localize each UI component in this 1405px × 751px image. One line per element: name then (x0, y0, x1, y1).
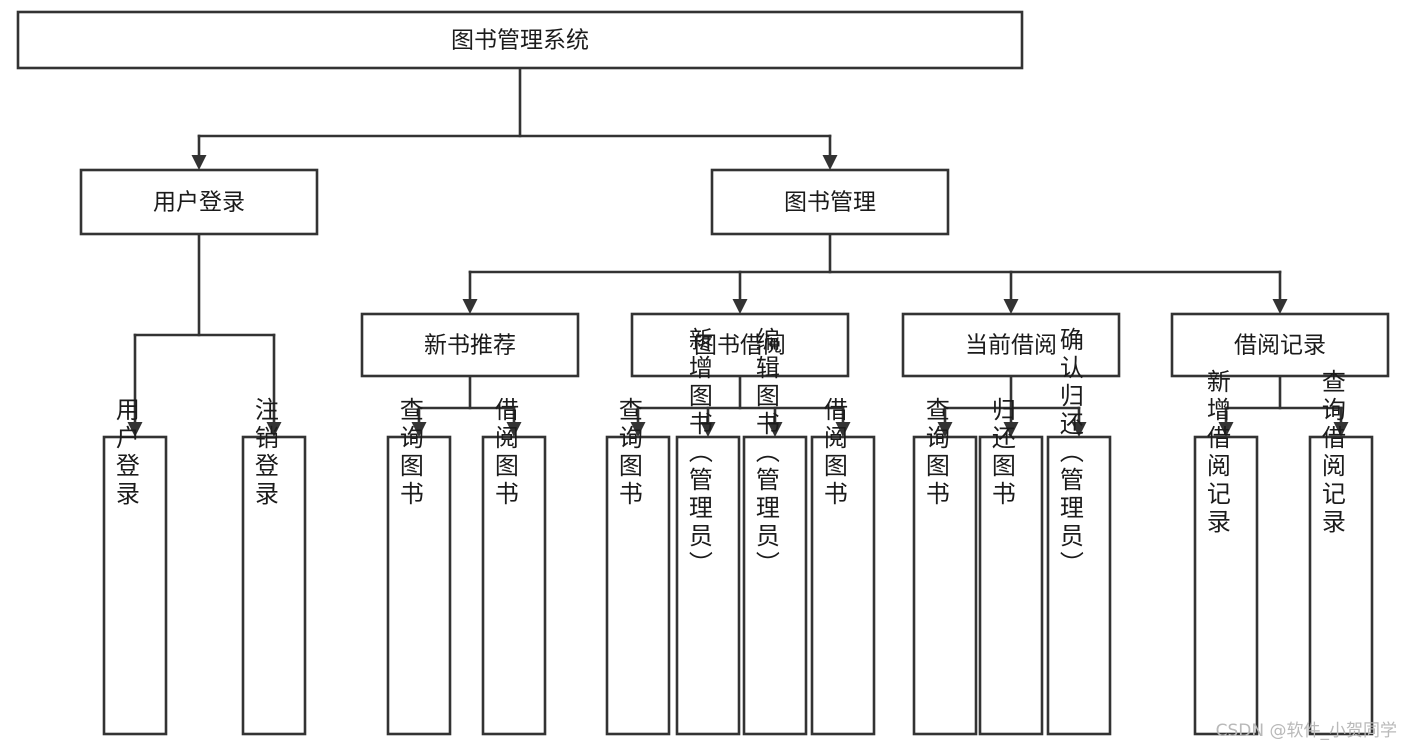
node-box-current-borrow (901, 312, 1121, 378)
node-box-new-book-rec (360, 312, 580, 378)
arrow-head-icon (462, 299, 478, 314)
node-book-borrow[interactable]: 图书借阅 (630, 312, 850, 378)
node-box-book-manage (710, 168, 950, 236)
connector-lines (127, 66, 1349, 437)
arrow-head-icon (127, 422, 143, 437)
node-box-leaf-user-login (102, 435, 168, 736)
arrow-head-icon (700, 422, 716, 437)
node-root[interactable]: 图书管理系统 (16, 10, 1024, 70)
node-label-leaf-edit-book: 编辑图书（管理员） (751, 327, 779, 579)
node-label-root: 图书管理系统 (451, 28, 589, 54)
arrow-head-icon (191, 155, 207, 170)
node-leaf-query-book-current[interactable]: 查询图书 (912, 397, 978, 736)
node-label-leaf-add-record: 新增借阅记录 (1202, 369, 1230, 537)
arrow-head-icon (822, 155, 838, 170)
node-box-leaf-add-book (675, 435, 741, 736)
node-leaf-confirm-return[interactable]: 确认归还（管理员） (1046, 327, 1112, 736)
node-leaf-add-book[interactable]: 新增图书（管理员） (675, 327, 741, 736)
node-leaf-query-book-rec[interactable]: 查询图书 (386, 397, 452, 736)
node-box-user-login (79, 168, 319, 236)
arrow-head-icon (767, 422, 783, 437)
node-box-borrow-record (1170, 312, 1390, 378)
arrow-head-icon (1003, 299, 1019, 314)
arrow-head-icon (835, 422, 851, 437)
node-leaf-add-record[interactable]: 新增借阅记录 (1193, 369, 1259, 736)
node-label-new-book-rec: 新书推荐 (424, 333, 516, 359)
node-label-leaf-add-book: 新增图书（管理员） (684, 327, 712, 579)
node-current-borrow[interactable]: 当前借阅 (901, 312, 1121, 378)
node-label-leaf-return-book: 归还图书 (987, 397, 1015, 509)
diagram-nodes: 图书管理系统用户登录图书管理新书推荐图书借阅当前借阅借阅记录用户登录注销登录查询… (16, 10, 1390, 736)
node-leaf-return-book[interactable]: 归还图书 (978, 397, 1044, 736)
node-box-leaf-query-book-current (912, 435, 978, 736)
node-book-manage[interactable]: 图书管理 (710, 168, 950, 236)
arrow-head-icon (1218, 422, 1234, 437)
node-leaf-query-record[interactable]: 查询借阅记录 (1308, 369, 1374, 736)
node-box-leaf-logout (241, 435, 307, 736)
node-label-leaf-borrow-book-rec: 借阅图书 (490, 397, 518, 509)
node-label-user-login: 用户登录 (153, 190, 245, 216)
arrow-head-icon (1071, 422, 1087, 437)
node-leaf-edit-book[interactable]: 编辑图书（管理员） (742, 327, 808, 736)
node-new-book-rec[interactable]: 新书推荐 (360, 312, 580, 378)
node-label-leaf-query-book-current: 查询图书 (921, 397, 949, 509)
arrow-head-icon (1333, 422, 1349, 437)
node-box-leaf-confirm-return (1046, 435, 1112, 736)
node-box-leaf-query-book-rec (386, 435, 452, 736)
node-label-borrow-record: 借阅记录 (1234, 333, 1326, 359)
arrow-head-icon (630, 422, 646, 437)
node-borrow-record[interactable]: 借阅记录 (1170, 312, 1390, 378)
arrow-head-icon (266, 422, 282, 437)
arrow-head-icon (1272, 299, 1288, 314)
node-box-leaf-borrow-book (810, 435, 876, 736)
arrow-head-icon (1003, 422, 1019, 437)
arrow-head-icon (506, 422, 522, 437)
node-box-root (16, 10, 1024, 70)
node-leaf-logout[interactable]: 注销登录 (241, 397, 307, 736)
node-box-leaf-edit-book (742, 435, 808, 736)
node-label-leaf-query-book-borrow: 查询图书 (614, 397, 642, 509)
node-label-leaf-query-book-rec: 查询图书 (395, 397, 423, 509)
node-user-login[interactable]: 用户登录 (79, 168, 319, 236)
node-label-book-borrow: 图书借阅 (694, 333, 786, 359)
node-label-book-manage: 图书管理 (784, 190, 876, 216)
node-leaf-query-book-borrow[interactable]: 查询图书 (605, 397, 671, 736)
arrow-head-icon (732, 299, 748, 314)
node-label-leaf-query-record: 查询借阅记录 (1317, 369, 1345, 537)
node-label-leaf-logout: 注销登录 (250, 397, 278, 509)
node-label-current-borrow: 当前借阅 (965, 333, 1057, 359)
node-label-leaf-borrow-book: 借阅图书 (819, 397, 847, 509)
node-box-leaf-query-book-borrow (605, 435, 671, 736)
arrow-head-icon (411, 422, 427, 437)
node-box-leaf-add-record (1193, 435, 1259, 736)
node-leaf-borrow-book-rec[interactable]: 借阅图书 (481, 397, 547, 736)
node-label-leaf-confirm-return: 确认归还（管理员） (1055, 327, 1083, 579)
node-label-leaf-user-login: 用户登录 (111, 397, 139, 509)
arrow-head-icon (937, 422, 953, 437)
node-box-book-borrow (630, 312, 850, 378)
node-box-leaf-borrow-book-rec (481, 435, 547, 736)
node-box-leaf-return-book (978, 435, 1044, 736)
node-leaf-borrow-book[interactable]: 借阅图书 (810, 397, 876, 736)
node-leaf-user-login[interactable]: 用户登录 (102, 397, 168, 736)
node-box-leaf-query-record (1308, 435, 1374, 736)
